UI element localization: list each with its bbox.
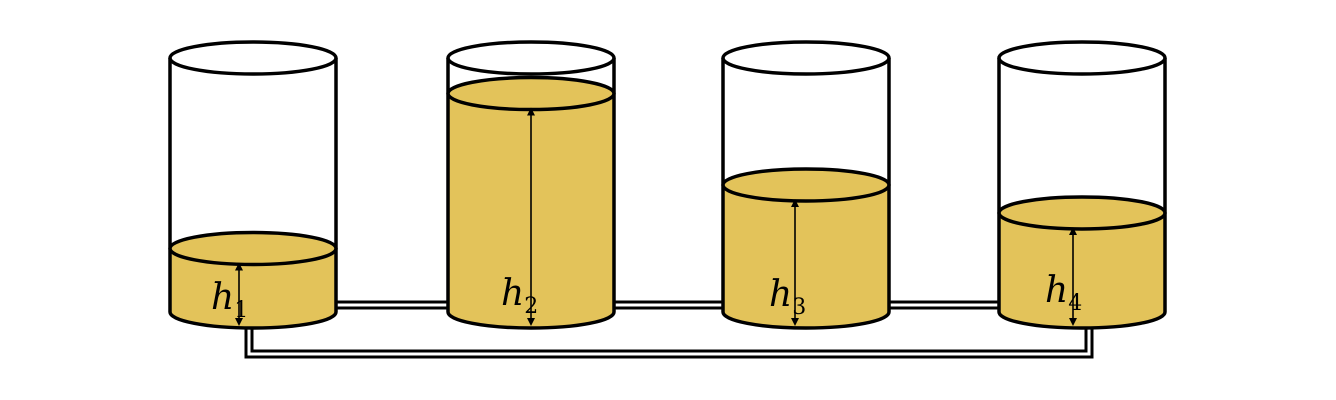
tank-1: h1 — [168, 40, 338, 330]
liquid-surface-1 — [168, 230, 338, 267]
pipe-2-3 — [613, 300, 723, 310]
height-label-2: h2 — [501, 273, 538, 319]
tanks: h1 h2 h3 h4 — [168, 40, 1167, 330]
height-label-4: h4 — [1045, 270, 1082, 316]
tank-rim-1 — [168, 40, 338, 76]
liquid-surface-2 — [446, 75, 616, 112]
pipe-bottom-1-4 — [244, 326, 1094, 359]
liquid-surface-3 — [721, 167, 891, 203]
tank-rim-2 — [446, 40, 616, 76]
tank-2: h2 — [446, 40, 616, 330]
height-label-3: h3 — [769, 274, 806, 320]
pipe-3-4 — [889, 300, 999, 310]
tank-3: h3 — [721, 40, 891, 330]
liquid-column-3 — [723, 185, 889, 328]
connecting-pipes — [244, 300, 1094, 359]
tank-rim-4 — [997, 40, 1167, 76]
liquid-surface-4 — [997, 195, 1167, 231]
tank-rim-3 — [721, 40, 891, 76]
tank-4: h4 — [997, 40, 1167, 330]
tank-bottom — [168, 311, 338, 330]
liquid-column-4 — [999, 212, 1165, 328]
tank-bottom — [446, 311, 616, 330]
tank-bottom — [721, 311, 891, 330]
tank-bottom — [997, 311, 1167, 330]
height-label-1: h1 — [211, 277, 248, 323]
pipe-1-2 — [336, 300, 449, 310]
liquid-column-1 — [170, 248, 336, 328]
